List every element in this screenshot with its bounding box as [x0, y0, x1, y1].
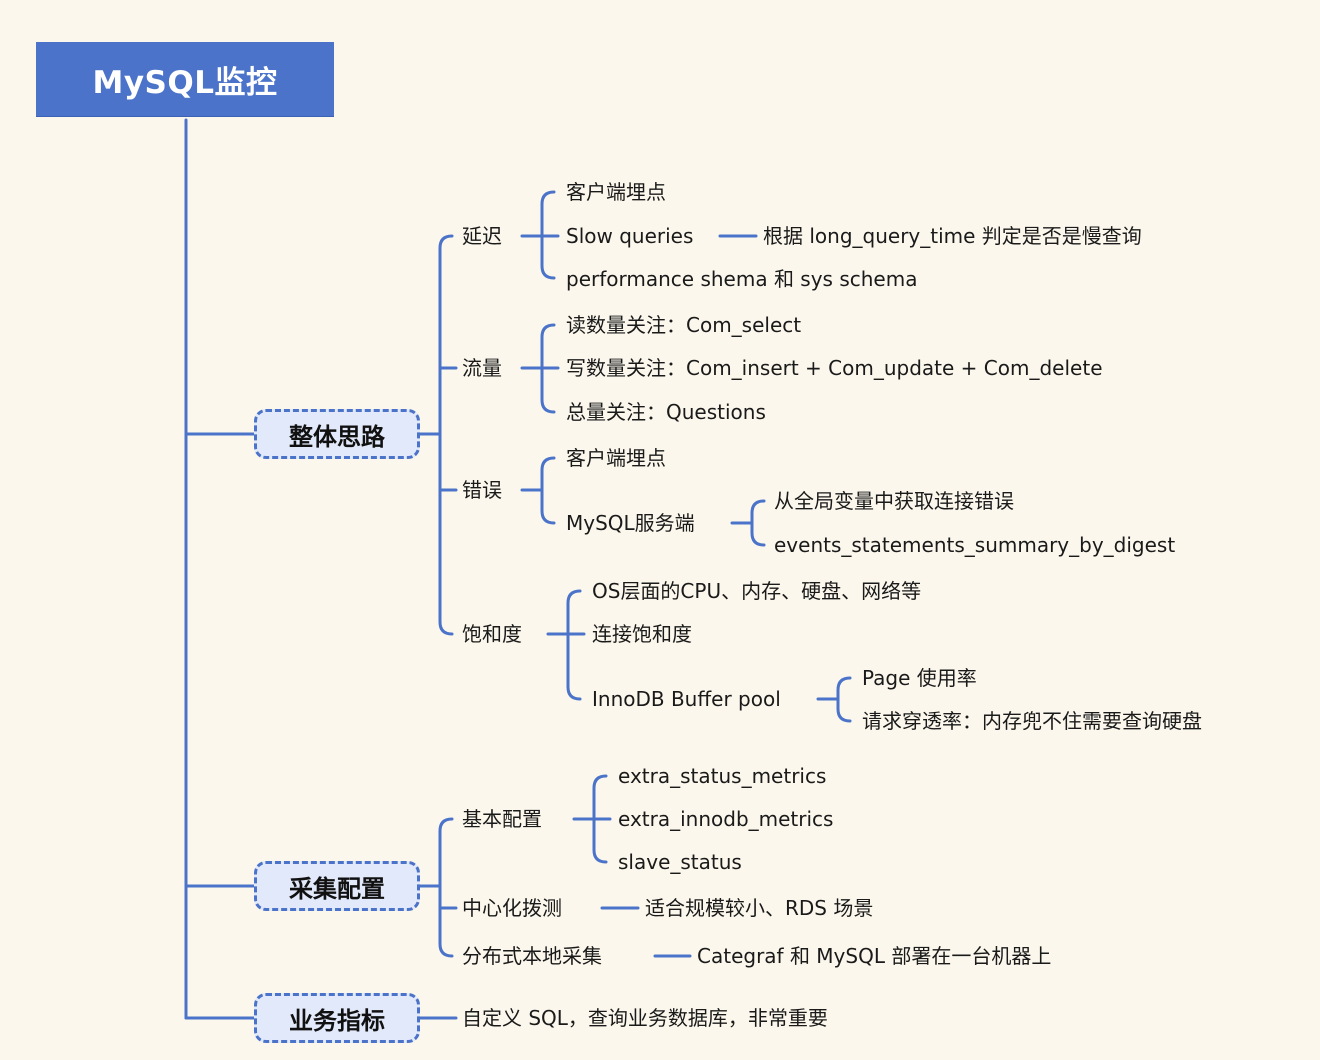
- node-write-count[interactable]: 写数量关注：Com_insert + Com_update + Com_dele…: [566, 356, 1103, 380]
- node-innodb-buffer-pool[interactable]: InnoDB Buffer pool: [592, 687, 781, 711]
- node-small-scale-rds[interactable]: 适合规模较小、RDS 场景: [645, 896, 874, 920]
- node-client-instrumentation-errors[interactable]: 客户端埋点: [566, 446, 666, 470]
- node-slave-status[interactable]: slave_status: [618, 850, 742, 874]
- node-distributed-local[interactable]: 分布式本地采集: [462, 944, 602, 968]
- node-long-query-time[interactable]: 根据 long_query_time 判定是否是慢查询: [763, 224, 1142, 248]
- node-latency[interactable]: 延迟: [462, 224, 502, 248]
- node-slow-queries[interactable]: Slow queries: [566, 224, 694, 248]
- node-os-resources[interactable]: OS层面的CPU、内存、硬盘、网络等: [592, 579, 922, 603]
- node-collection-config[interactable]: 采集配置: [254, 861, 420, 911]
- node-traffic[interactable]: 流量: [462, 356, 502, 380]
- node-centralized-probe[interactable]: 中心化拨测: [462, 896, 562, 920]
- node-errors[interactable]: 错误: [462, 478, 502, 502]
- node-performance-schema[interactable]: performance shema 和 sys schema: [566, 267, 918, 291]
- node-extra-status-metrics[interactable]: extra_status_metrics: [618, 764, 827, 788]
- node-read-count[interactable]: 读数量关注：Com_select: [566, 313, 802, 337]
- node-business-metrics[interactable]: 业务指标: [254, 993, 420, 1043]
- node-request-penetration[interactable]: 请求穿透率：内存兜不住需要查询硬盘: [862, 709, 1202, 733]
- node-mysql-server[interactable]: MySQL服务端: [566, 511, 695, 535]
- node-custom-sql[interactable]: 自定义 SQL，查询业务数据库，非常重要: [462, 1006, 828, 1030]
- node-overall-approach[interactable]: 整体思路: [254, 409, 420, 459]
- node-saturation[interactable]: 饱和度: [462, 622, 522, 646]
- node-connection-saturation[interactable]: 连接饱和度: [592, 622, 692, 646]
- node-total-count[interactable]: 总量关注：Questions: [566, 400, 766, 424]
- node-client-instrumentation[interactable]: 客户端埋点: [566, 180, 666, 204]
- node-global-variables[interactable]: 从全局变量中获取连接错误: [774, 489, 1014, 513]
- node-page-usage[interactable]: Page 使用率: [862, 666, 977, 690]
- root-node[interactable]: MySQL监控: [36, 42, 334, 116]
- node-categraf-deploy[interactable]: Categraf 和 MySQL 部署在一台机器上: [697, 944, 1052, 968]
- node-events-statements[interactable]: events_statements_summary_by_digest: [774, 533, 1176, 557]
- node-basic-config[interactable]: 基本配置: [462, 807, 542, 831]
- node-extra-innodb-metrics[interactable]: extra_innodb_metrics: [618, 807, 834, 831]
